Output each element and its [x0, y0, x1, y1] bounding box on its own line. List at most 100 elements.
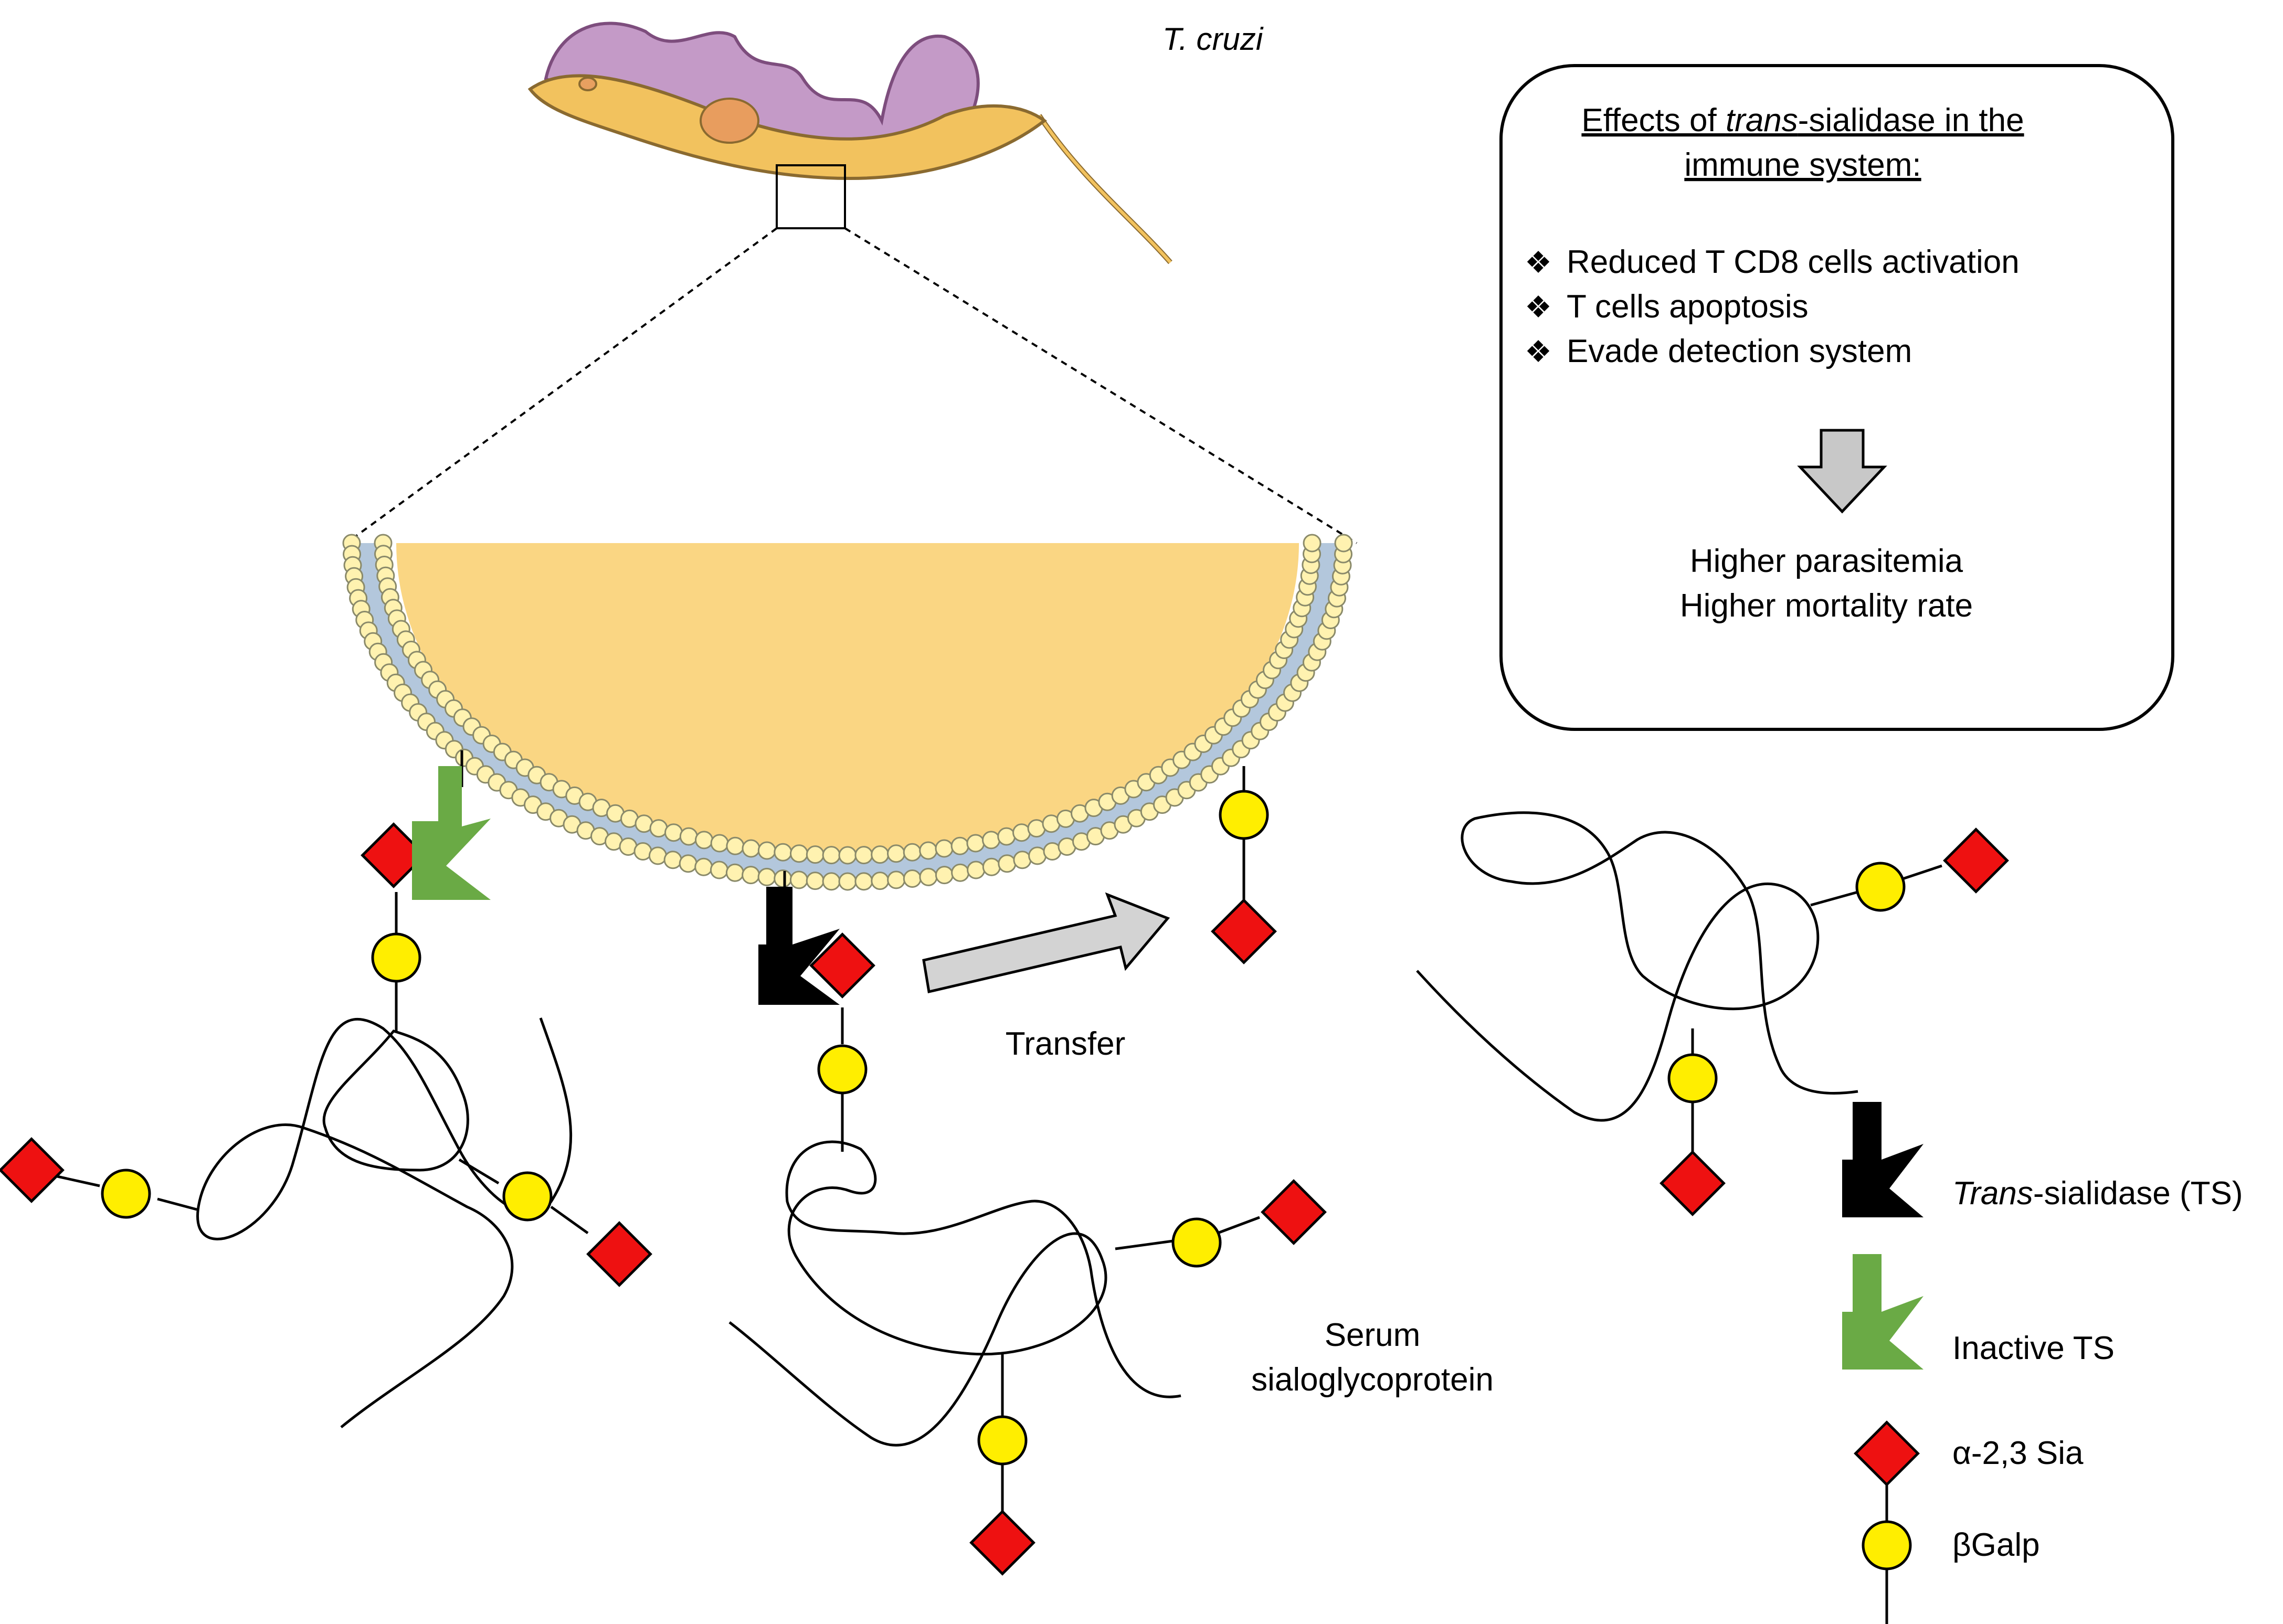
lipid-head-icon	[1303, 534, 1322, 553]
legend-sia-label: α-2,3 Sia	[1952, 1435, 2084, 1471]
effect-bullet: T cells apoptosis	[1567, 289, 1809, 325]
lipid-head-icon	[950, 836, 969, 855]
lipid-head-icon	[935, 839, 954, 858]
lipid-head-icon	[838, 846, 857, 865]
lipid-head-icon	[871, 845, 890, 864]
legend-active-ts-icon	[1842, 1102, 1923, 1217]
polypeptide-chain	[1416, 811, 1858, 1122]
lipid-head-icon	[822, 872, 841, 891]
lipid-head-icon	[822, 846, 841, 865]
legend-inactive-label: Inactive TS	[1952, 1330, 2115, 1366]
polypeptide-loop	[322, 1029, 469, 1172]
membrane-glycan	[1211, 766, 1277, 964]
lipid-head-icon	[887, 871, 906, 889]
lipid-head-icon	[998, 854, 1017, 873]
lipid-head-icon	[694, 857, 713, 876]
sia-icon	[1943, 827, 2009, 894]
lipid-head-icon	[903, 843, 922, 862]
legend-ts-label: Trans-sialidase (TS)	[1952, 1175, 2243, 1212]
glycan-link	[1115, 1239, 1174, 1250]
lipid-head-icon	[648, 846, 667, 865]
kinetoplast	[578, 77, 597, 91]
nucleus	[700, 98, 759, 144]
serum-label: Serum	[1325, 1317, 1421, 1353]
lipid-head-icon	[725, 863, 744, 882]
inactive-ts-icon	[412, 766, 491, 900]
lipid-head-icon	[806, 872, 825, 890]
legend: Trans-sialidase (TS) Inactive TS α-2,3 S…	[1842, 1102, 2243, 1624]
lipid-head-icon	[757, 841, 776, 860]
membrane-bilayer-core	[357, 543, 1338, 878]
lipid-head-icon	[774, 843, 792, 862]
lipid-head-icon	[664, 823, 683, 842]
legend-sia-icon	[1854, 1420, 1920, 1487]
glycan-link	[550, 1205, 589, 1235]
galp-icon	[502, 1171, 553, 1222]
bullet-icon: ❖	[1525, 335, 1552, 369]
serum-label: sialoglycoprotein	[1251, 1362, 1494, 1398]
glycan-link	[157, 1197, 197, 1211]
outcome-text: Higher mortality rate	[1680, 588, 1973, 624]
left-sialoglycoprotein	[0, 750, 652, 1428]
lipid-head-icon	[710, 834, 729, 853]
legend-galp-label: βGalp	[1952, 1527, 2040, 1563]
sia-icon	[1261, 1179, 1327, 1245]
outcome-text: Higher parasitemia	[1690, 543, 1963, 579]
lipid-head-icon	[757, 867, 776, 886]
galp-icon	[1219, 790, 1269, 840]
lipid-head-icon	[649, 819, 668, 838]
lipid-head-icon	[789, 871, 808, 889]
galp-icon	[817, 1044, 868, 1095]
serum-sialoglycoprotein	[728, 871, 1327, 1576]
lipid-head-icon	[871, 872, 890, 890]
lipid-head-icon	[742, 839, 760, 858]
effect-bullet: Evade detection system	[1567, 333, 1912, 369]
parasite-illustration	[527, 22, 1172, 264]
lipid-head-icon	[1012, 823, 1031, 842]
lipid-head-icon	[919, 867, 938, 886]
effects-box-title-line2: immune system:	[1684, 147, 1921, 183]
lipid-head-icon	[774, 869, 792, 888]
sia-icon	[969, 1510, 1035, 1576]
galp-icon	[371, 932, 421, 983]
legend-inactive-ts-icon	[1842, 1254, 1923, 1370]
lipid-head-icon	[951, 863, 970, 882]
lipid-head-icon	[742, 866, 760, 885]
lipid-head-icon	[854, 872, 873, 891]
lipid-head-icon	[679, 827, 698, 846]
glycan-link	[52, 1174, 100, 1187]
lipid-head-icon	[806, 845, 825, 864]
zoom-box	[776, 164, 846, 229]
lipid-head-icon	[695, 831, 713, 850]
galp-icon	[1855, 862, 1906, 912]
sia-icon	[0, 1137, 65, 1203]
lipid-head-icon	[726, 836, 745, 855]
lipid-head-icon	[710, 861, 728, 879]
sia-icon	[809, 932, 875, 999]
sia-icon	[586, 1221, 652, 1287]
lipid-head-icon	[982, 831, 1000, 850]
cytoplasm	[396, 543, 1299, 874]
legend-galp-icon	[1862, 1520, 1912, 1570]
glycan-link	[1902, 864, 1942, 880]
lipid-head-icon	[663, 851, 682, 869]
lipid-head-icon	[967, 861, 986, 879]
parasite-body	[527, 74, 1047, 181]
down-arrow	[1797, 429, 1887, 514]
galp-icon	[1667, 1053, 1718, 1103]
effects-box-title: Effects of trans-sialidase in the	[1581, 102, 2024, 139]
right-glycoprotein	[1416, 811, 2009, 1216]
galp-icon	[977, 1415, 1028, 1466]
transfer-label: Transfer	[1006, 1026, 1126, 1062]
lipid-head-icon	[854, 846, 873, 865]
sia-icon	[1660, 1150, 1726, 1216]
sia-icon	[1211, 898, 1277, 964]
galp-icon	[101, 1169, 151, 1219]
lipid-head-icon	[935, 866, 954, 885]
lipid-head-icon	[887, 844, 905, 863]
lipid-head-icon	[966, 834, 985, 853]
zoom-line-left	[345, 227, 778, 544]
glycan-link	[458, 1158, 500, 1185]
effects-box	[1499, 64, 2174, 731]
